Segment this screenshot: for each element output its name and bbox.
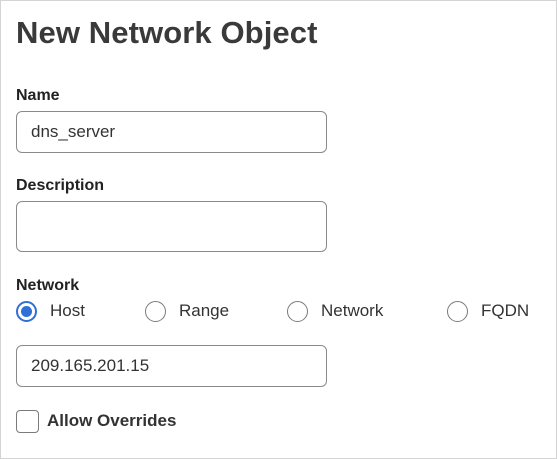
- radio-label-fqdn: FQDN: [481, 301, 530, 320]
- dialog-title: New Network Object: [16, 15, 318, 50]
- description-label: Description: [16, 177, 105, 194]
- radio-button-host[interactable]: [16, 300, 37, 322]
- radio-label-range: Range: [179, 301, 230, 320]
- network-label: Network: [16, 277, 80, 294]
- radio-button-network[interactable]: [287, 300, 308, 322]
- allow-overrides-label: Allow Overrides: [47, 411, 177, 430]
- network-address-input[interactable]: [16, 345, 327, 387]
- name-input[interactable]: [16, 111, 327, 153]
- description-input[interactable]: [16, 201, 327, 252]
- name-label: Name: [16, 87, 60, 104]
- radio-option-network[interactable]: Network: [287, 297, 383, 325]
- radio-option-range[interactable]: Range: [145, 297, 229, 325]
- radio-button-fqdn[interactable]: [447, 300, 468, 322]
- network-type-radio-group: Host Range Network FQDN: [16, 297, 536, 325]
- radio-button-range[interactable]: [145, 300, 166, 322]
- radio-option-fqdn[interactable]: FQDN: [447, 297, 529, 325]
- radio-label-network: Network: [321, 301, 384, 320]
- radio-label-host: Host: [50, 301, 85, 320]
- allow-overrides-row[interactable]: Allow Overrides: [16, 408, 176, 434]
- radio-option-host[interactable]: Host: [16, 297, 85, 325]
- allow-overrides-checkbox[interactable]: [16, 409, 39, 433]
